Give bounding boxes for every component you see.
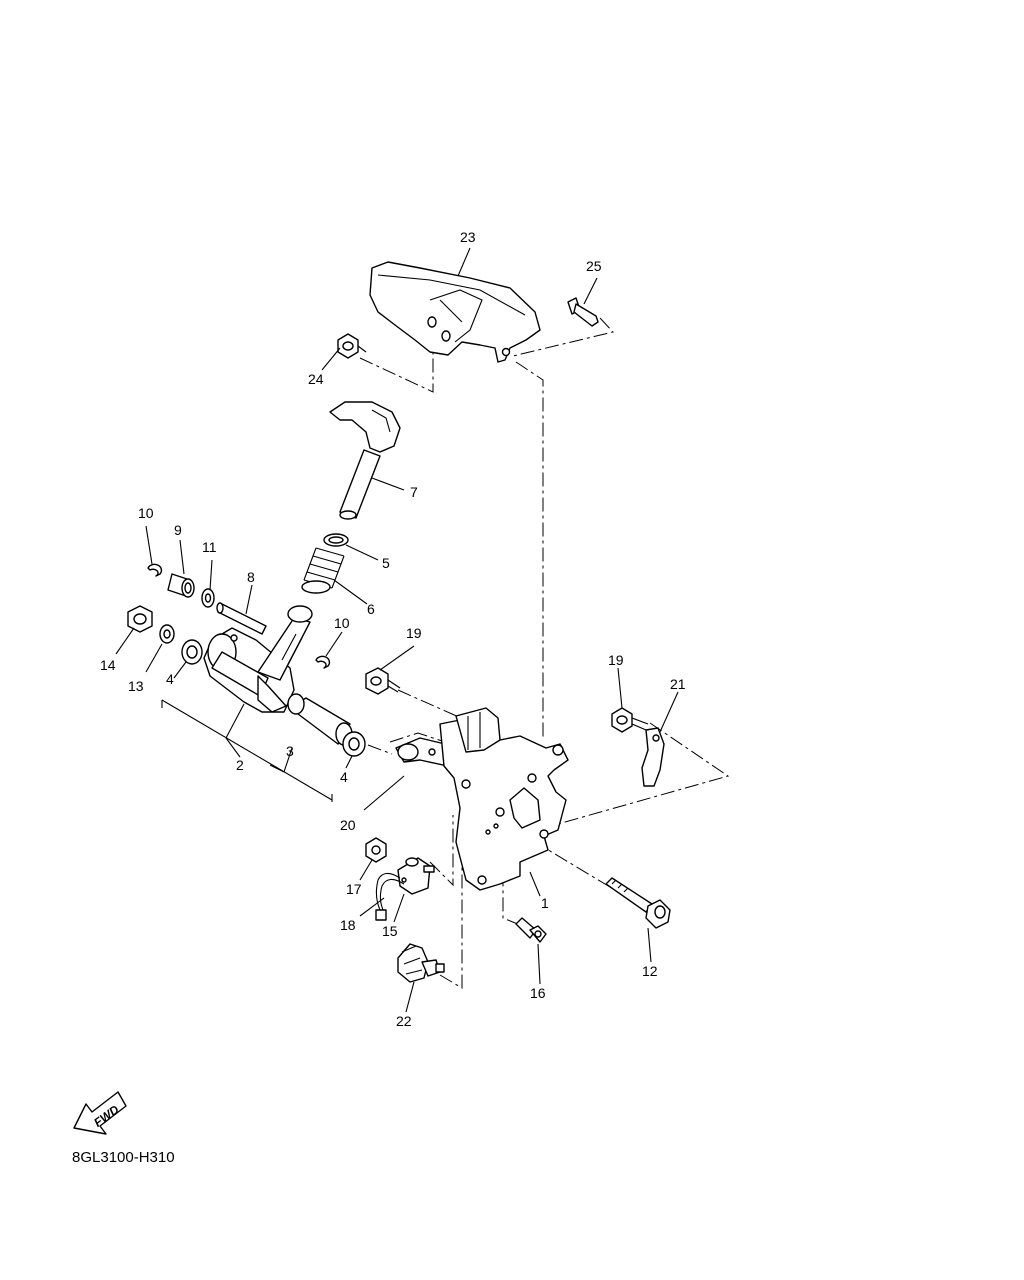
bracket-part [439,707,569,891]
collar-part-9 [167,573,195,598]
screw-part [515,917,547,943]
part-label-2: 2 [236,757,244,773]
part-label-6: 6 [367,601,375,617]
washer-part-11 [201,588,215,608]
part-label-9: 9 [174,522,182,538]
clip-part-10a [147,563,163,577]
part-label-15: 15 [382,923,398,939]
part-label-14: 14 [100,657,116,673]
part-label-23: 23 [460,229,476,245]
bushing-part-4b [342,731,366,757]
part-label-4a: 4 [166,671,174,687]
bushing-part-4a [181,639,203,665]
spring-part-6 [301,547,345,594]
leader-lines [115,247,679,1013]
part-label-24: 24 [308,371,324,387]
part-label-21: 21 [670,676,686,692]
nut-part-14 [127,605,153,633]
part-label-5: 5 [382,555,390,571]
part-label-18: 18 [340,917,356,933]
part-label-1: 1 [541,895,549,911]
part-label-4b: 4 [340,769,348,785]
part-label-8: 8 [247,569,255,585]
part-label-16: 16 [530,985,546,1001]
bolt-part-19a [365,667,401,695]
part-label-13: 13 [128,678,144,694]
washer-part-13 [159,624,175,644]
part-labels: 1 2 3 4 4 5 6 7 8 9 10 10 11 12 13 14 15… [100,229,686,1029]
part-label-7: 7 [410,484,418,500]
holder-part [397,943,445,983]
clip-part-10b [315,655,331,669]
bolt-part-24 [337,333,367,359]
part-label-10b: 10 [334,615,350,631]
nut-part-17 [365,837,387,863]
pin-part-8 [216,602,267,635]
lever-assembly-part [203,605,313,713]
part-label-17: 17 [346,881,362,897]
collar-part-3 [287,693,353,746]
part-label-19a: 19 [406,625,422,641]
switch-part [397,857,435,895]
fwd-arrow-icon: FWD [73,1091,127,1135]
part-label-11: 11 [202,539,217,555]
part-label-22: 22 [396,1013,412,1029]
lead-wire-part [375,872,405,921]
part-label-10a: 10 [138,505,154,521]
long-bolt-part [605,877,671,929]
stay-part [641,727,665,787]
lever-handle-part [329,401,401,520]
cover-part [369,261,541,363]
diagram-code: 8GL3100-H310 [72,1149,175,1166]
part-label-25: 25 [586,258,602,274]
rivet-part-25 [567,297,599,327]
bolt-part-19b [611,707,649,733]
part-label-20: 20 [340,817,356,833]
part-label-19b: 19 [608,652,624,668]
part-label-3: 3 [286,743,294,759]
washer-part-5 [323,533,349,547]
part-label-12: 12 [642,963,658,979]
